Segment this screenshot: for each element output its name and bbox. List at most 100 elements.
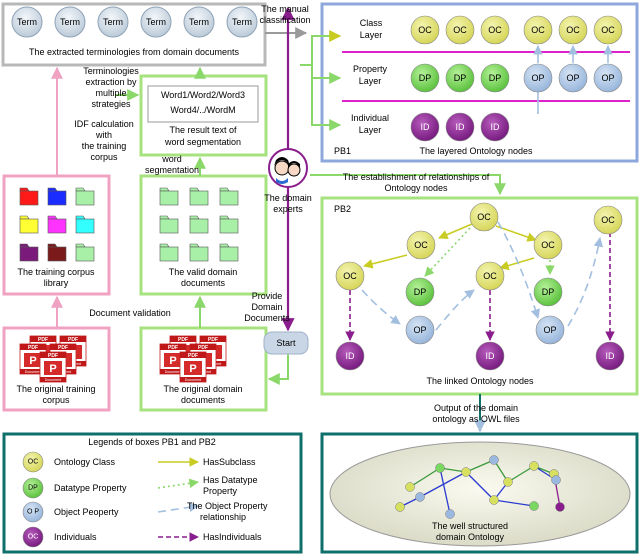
domain-folder-icon xyxy=(159,187,179,206)
start-label: Start xyxy=(276,338,296,348)
ontology-class-node: OC xyxy=(410,15,440,45)
ontology-class-node: OC xyxy=(558,15,588,45)
individual-node: ID xyxy=(480,112,510,142)
term-label: Term xyxy=(232,17,252,27)
ontology-class-node: OC xyxy=(335,261,365,291)
term-label: Term xyxy=(17,17,37,27)
wellstructured-caption-1: The well structured xyxy=(432,521,508,531)
corpus-library-caption-1: The training corpus xyxy=(17,267,95,277)
object-property-node: OP xyxy=(535,315,565,345)
doc-bottom-label: Document xyxy=(185,378,201,382)
terms-box xyxy=(1,2,267,67)
segmentation-line-2: Word4/../WordM xyxy=(170,105,235,115)
ontology-node xyxy=(529,501,539,511)
terminology-extraction-label-2: extraction by xyxy=(85,77,137,87)
segmentation-caption-2: word segmentation xyxy=(164,137,241,147)
individual-node: ID xyxy=(335,341,365,371)
provide-docs-label-2: Domain xyxy=(251,302,282,312)
expert-caption-2: experts xyxy=(273,204,303,214)
segmentation-line-1: Word1/Word2/Word3 xyxy=(161,90,245,100)
pdf-letter: P xyxy=(49,363,56,375)
corpus-folder-icon xyxy=(19,187,39,206)
domain-folder-icon xyxy=(189,215,209,234)
ontology-node xyxy=(555,502,565,512)
object-property-node-label: OP xyxy=(543,325,556,335)
provide-docs-label-3: Documents xyxy=(244,313,290,323)
legend-datatype-line xyxy=(157,478,199,489)
object-property-node-label: OP xyxy=(531,73,544,83)
layer-property-1: Property xyxy=(353,64,388,74)
legend-node-label: Individuals xyxy=(54,532,97,542)
corpus-folder-icon xyxy=(19,243,39,262)
doc-bottom-label: Document xyxy=(45,378,61,382)
legend-item: OC Individuals xyxy=(22,526,97,548)
doc-bottom-label: Document xyxy=(25,370,41,374)
legend-icon-label: DP xyxy=(28,485,38,492)
terms-caption: The extracted terminologies from domain … xyxy=(29,47,240,57)
terminology-extraction-label-4: strategies xyxy=(91,99,131,109)
ontology-class-node: OC xyxy=(533,230,563,260)
layer-class-2: Layer xyxy=(360,30,383,40)
pb1-title: The layered Ontology nodes xyxy=(419,146,533,156)
term-label: Term xyxy=(189,17,209,27)
idf-label-3: the training xyxy=(82,141,127,151)
establish-label-1: The establishment of relationships of xyxy=(343,172,490,182)
terms-row: Term Term Term Term Term Term The extrac… xyxy=(11,6,258,57)
start-button[interactable] xyxy=(263,331,309,355)
datatype-property-node-label: DP xyxy=(542,287,555,297)
legend-line-label: relationship xyxy=(200,512,246,522)
term-bubble: Term xyxy=(226,6,258,38)
pdf-tag: PDF xyxy=(188,353,198,359)
object-property-node: OP xyxy=(405,315,435,345)
ontology-class-node: OC xyxy=(593,15,623,45)
ontology-class-node-label: OC xyxy=(483,271,497,281)
term-label: Term xyxy=(103,17,123,27)
ontology-class-node: OC xyxy=(445,15,475,45)
terminology-extraction-label-3: multiple xyxy=(95,88,126,98)
individual-node: ID xyxy=(595,341,625,371)
corpus-folder-icon xyxy=(75,187,95,206)
individual-node-label: ID xyxy=(606,351,616,361)
legend-line-label: The Object Property xyxy=(187,501,268,511)
term-bubble: Term xyxy=(97,6,129,38)
ontology-node xyxy=(461,467,471,477)
domain-folder-icon xyxy=(219,187,239,206)
valid-docs-caption-2: documents xyxy=(181,278,226,288)
legend-icon-label: OC xyxy=(28,534,39,541)
provide-docs-label-1: Provide xyxy=(252,291,283,301)
ontology-class-node: OC xyxy=(469,202,499,232)
idf-label-1: IDF calculation xyxy=(74,119,134,129)
legend-node-label: Object Peoperty xyxy=(54,507,119,517)
object-property-node-label: OP xyxy=(413,325,426,335)
pdf-tag: PDF xyxy=(178,337,188,343)
pb2-tag: PB2 xyxy=(334,204,351,214)
ontology-class-node-label: OC xyxy=(453,25,467,35)
ontology-ellipse xyxy=(329,441,631,547)
legend-icon-label: OC xyxy=(28,459,39,466)
orig-training-caption-2: corpus xyxy=(42,395,70,405)
ontology-class-node-label: OC xyxy=(418,25,432,35)
domain-folder-icon xyxy=(159,243,179,262)
wellstructured-ontology: The well structured domain Ontology xyxy=(329,441,631,547)
output-owl-label-2: ontology as OWL files xyxy=(432,414,520,424)
object-property-node: OP xyxy=(558,63,588,93)
legend-line-label: HasSubclass xyxy=(203,457,256,467)
corpus-library-caption-2: library xyxy=(44,278,69,288)
legend-line-label: HasIndividuals xyxy=(203,532,262,542)
valid-folder-grid xyxy=(159,187,239,262)
pdf-letter: P xyxy=(169,355,176,367)
domain-expert-icon xyxy=(268,148,308,188)
legend-line-label: Has Datatype xyxy=(203,475,258,485)
layer-individual-2: Layer xyxy=(359,125,382,135)
pb1-content: Class Layer Property Layer Individual La… xyxy=(334,15,630,156)
expert-caption-1: The domain xyxy=(264,193,312,203)
ontology-class-node-label: OC xyxy=(531,25,545,35)
ontology-node xyxy=(435,463,445,473)
object-property-node-label: OP xyxy=(566,73,579,83)
idf-label-4: corpus xyxy=(90,152,118,162)
output-owl-label-1: Output of the domain xyxy=(434,403,518,413)
